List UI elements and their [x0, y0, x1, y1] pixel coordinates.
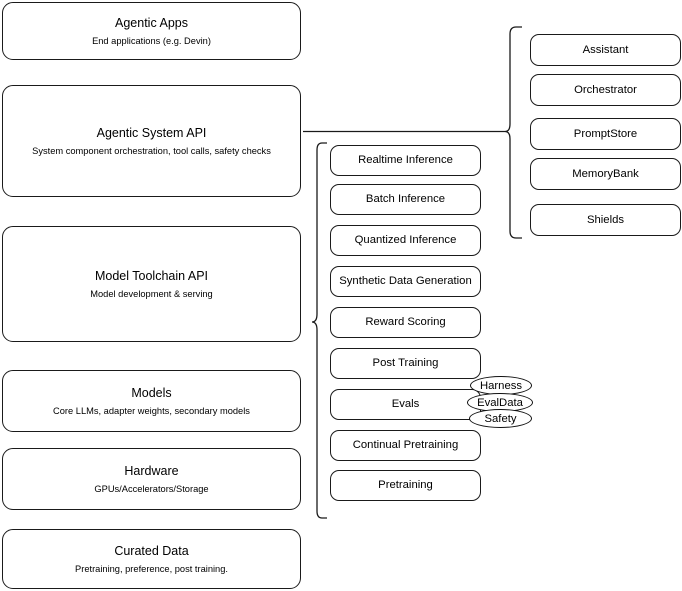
- toolchain-item-synthetic-data-generation[interactable]: Synthetic Data Generation: [330, 266, 481, 297]
- system-item-orchestrator[interactable]: Orchestrator: [530, 74, 681, 106]
- brace-toolchain-items: [311, 142, 327, 519]
- brace-system-components: [504, 26, 522, 239]
- toolchain-item-label: Pretraining: [378, 479, 433, 491]
- toolchain-item-label: Realtime Inference: [358, 154, 453, 166]
- toolchain-item-batch-inference[interactable]: Batch Inference: [330, 184, 481, 215]
- toolchain-item-realtime-inference[interactable]: Realtime Inference: [330, 145, 481, 176]
- layer-box-model-toolchain-api[interactable]: Model Toolchain API Model development & …: [2, 226, 301, 342]
- system-item-shields[interactable]: Shields: [530, 204, 681, 236]
- layer-title: Model Toolchain API: [94, 268, 209, 283]
- toolchain-item-pretraining[interactable]: Pretraining: [330, 470, 481, 501]
- toolchain-item-label: Synthetic Data Generation: [339, 275, 472, 287]
- layer-box-models[interactable]: Models Core LLMs, adapter weights, secon…: [2, 370, 301, 432]
- layer-subtitle: Model development & serving: [90, 288, 213, 299]
- system-item-label: PromptStore: [573, 127, 638, 140]
- toolchain-item-label: Post Training: [372, 357, 439, 369]
- eval-pill-safety[interactable]: Safety: [469, 409, 532, 428]
- toolchain-item-label: Quantized Inference: [354, 234, 457, 246]
- toolchain-item-reward-scoring[interactable]: Reward Scoring: [330, 307, 481, 338]
- layer-subtitle: GPUs/Accelerators/Storage: [94, 483, 209, 494]
- system-item-label: Assistant: [582, 43, 629, 56]
- toolchain-item-continual-pretraining[interactable]: Continual Pretraining: [330, 430, 481, 461]
- system-item-assistant[interactable]: Assistant: [530, 34, 681, 66]
- layer-title: Agentic Apps: [115, 15, 188, 30]
- toolchain-item-evals[interactable]: Evals: [330, 389, 481, 420]
- toolchain-item-label: Reward Scoring: [365, 316, 446, 328]
- toolchain-item-quantized-inference[interactable]: Quantized Inference: [330, 225, 481, 256]
- layer-title: Curated Data: [114, 543, 189, 558]
- toolchain-item-label: Evals: [391, 398, 420, 410]
- system-item-label: MemoryBank: [572, 167, 639, 180]
- layer-box-curated-data[interactable]: Curated Data Pretraining, preference, po…: [2, 529, 301, 589]
- layer-title: Agentic System API: [96, 125, 207, 140]
- system-item-promptstore[interactable]: PromptStore: [530, 118, 681, 150]
- system-item-memorybank[interactable]: MemoryBank: [530, 158, 681, 190]
- layer-subtitle: Pretraining, preference, post training.: [75, 563, 228, 574]
- layer-box-agentic-apps[interactable]: Agentic Apps End applications (e.g. Devi…: [2, 2, 301, 60]
- layer-box-agentic-system-api[interactable]: Agentic System API System component orch…: [2, 85, 301, 197]
- layer-subtitle: End applications (e.g. Devin): [92, 35, 211, 46]
- layer-title: Models: [131, 385, 172, 400]
- layer-subtitle: System component orchestration, tool cal…: [32, 145, 271, 156]
- toolchain-item-label: Continual Pretraining: [352, 439, 459, 451]
- layer-box-hardware[interactable]: Hardware GPUs/Accelerators/Storage: [2, 448, 301, 510]
- system-item-label: Shields: [586, 213, 625, 226]
- toolchain-item-label: Batch Inference: [365, 193, 446, 205]
- toolchain-item-post-training[interactable]: Post Training: [330, 348, 481, 379]
- layer-subtitle: Core LLMs, adapter weights, secondary mo…: [53, 405, 250, 416]
- layer-title: Hardware: [124, 463, 179, 478]
- system-item-label: Orchestrator: [574, 83, 637, 96]
